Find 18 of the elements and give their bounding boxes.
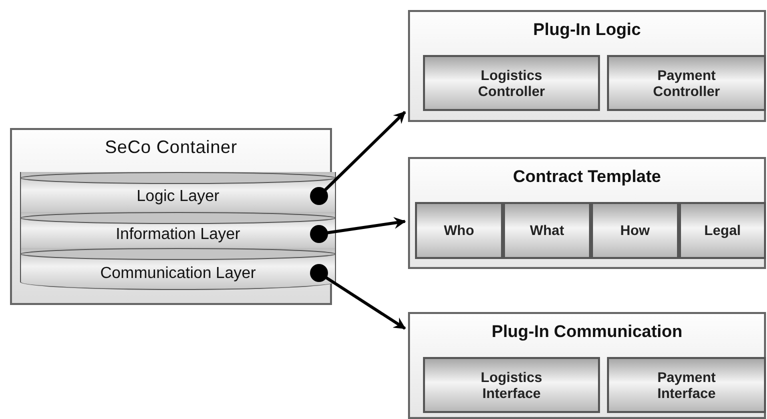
arrow [310, 110, 406, 205]
module-panel [408, 10, 766, 122]
arrow [310, 217, 406, 243]
panel-title: Plug-In Logic [533, 20, 641, 40]
container-title: SeCo Container [104, 137, 238, 158]
component-box: Payment Interface [607, 357, 766, 413]
component-box: Logistics Interface [423, 357, 600, 413]
arrow [310, 264, 406, 330]
module-panel [408, 312, 766, 419]
template-cell: What [503, 202, 591, 259]
component-box: Payment Controller [607, 55, 766, 111]
panel-title: Contract Template [513, 167, 661, 187]
template-cell: Legal [679, 202, 766, 259]
template-cell: How [591, 202, 679, 259]
template-cell: Who [415, 202, 503, 259]
module-panel [408, 157, 766, 269]
component-box: Logistics Controller [423, 55, 600, 111]
panel-title: Plug-In Communication [492, 322, 682, 342]
